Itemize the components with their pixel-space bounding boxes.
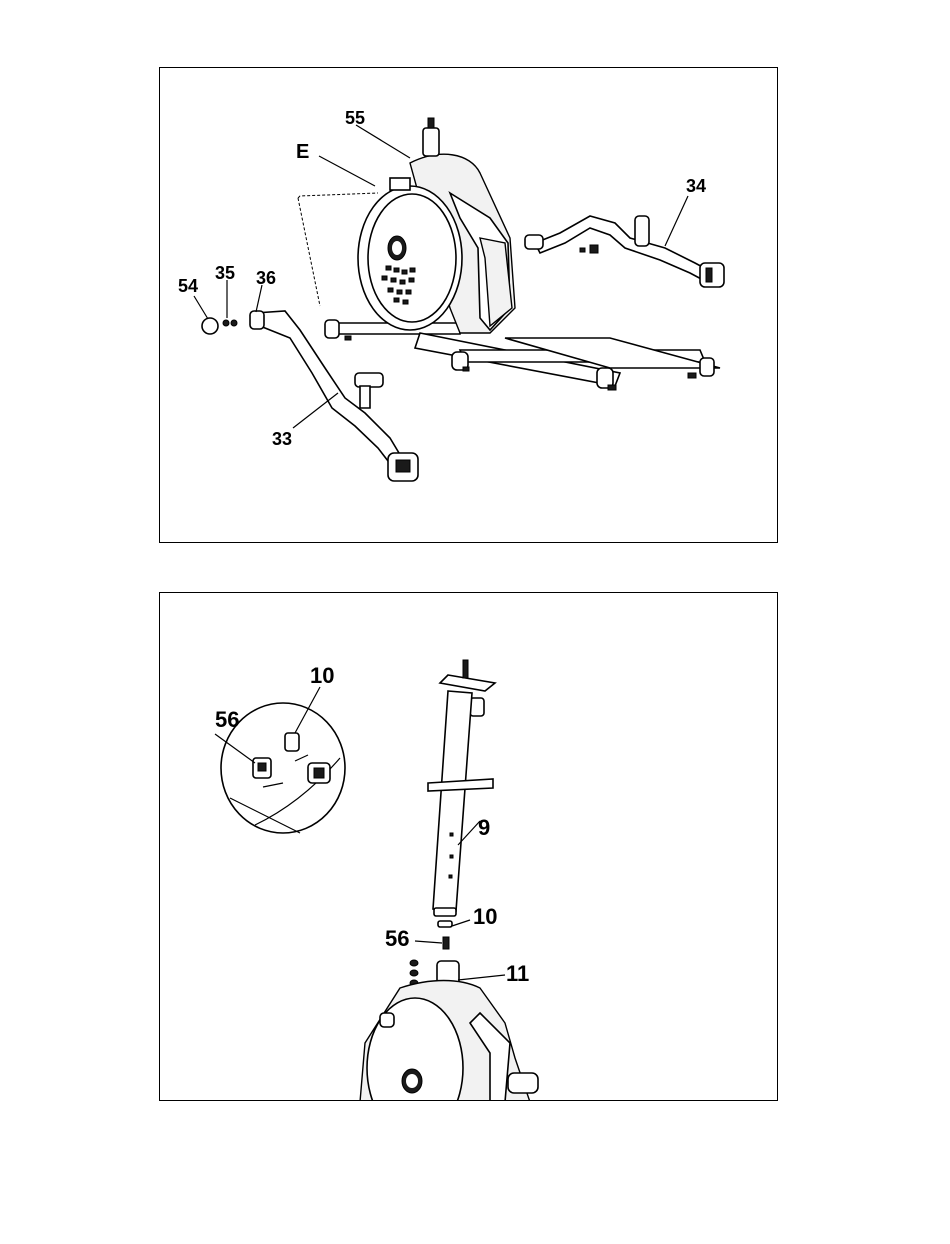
label-10-detail: 10 <box>310 663 334 688</box>
leader-34 <box>665 196 688 246</box>
hardware-54-35 <box>202 318 237 334</box>
label-33: 33 <box>272 429 292 449</box>
alignment-dashed-line-2 <box>298 198 320 306</box>
leader-54 <box>194 296 208 319</box>
base-frame <box>325 320 720 390</box>
leader-E <box>319 156 375 186</box>
label-9: 9 <box>478 815 490 840</box>
handlebar-34 <box>525 216 724 287</box>
leader-10 <box>452 920 470 926</box>
alignment-dashed-line <box>298 193 378 198</box>
leader-55 <box>356 125 410 158</box>
leader-36 <box>256 285 262 312</box>
label-E: E <box>296 141 309 163</box>
label-35: 35 <box>215 263 235 283</box>
flywheel-housing <box>358 118 515 333</box>
assembly-diagram-step-a: 55 E 34 54 35 36 33 <box>159 67 778 543</box>
label-54: 54 <box>178 276 198 296</box>
label-36: 36 <box>256 268 276 288</box>
console-mast-drawing: 10 56 9 10 56 11 <box>160 593 778 1101</box>
elliptical-frame-handlebar-drawing: 55 E 34 54 35 36 33 <box>160 68 779 544</box>
label-34: 34 <box>686 176 706 196</box>
leader-33 <box>293 393 338 428</box>
label-10: 10 <box>473 904 497 929</box>
label-56: 56 <box>385 926 409 951</box>
label-55: 55 <box>345 108 365 128</box>
leader-56 <box>415 941 442 943</box>
leader-11 <box>458 975 505 980</box>
label-56-detail: 56 <box>215 707 239 732</box>
assembly-diagram-step-b: 10 56 9 10 56 11 <box>159 592 778 1101</box>
console-mast-9 <box>428 660 495 916</box>
label-11: 11 <box>506 961 529 986</box>
